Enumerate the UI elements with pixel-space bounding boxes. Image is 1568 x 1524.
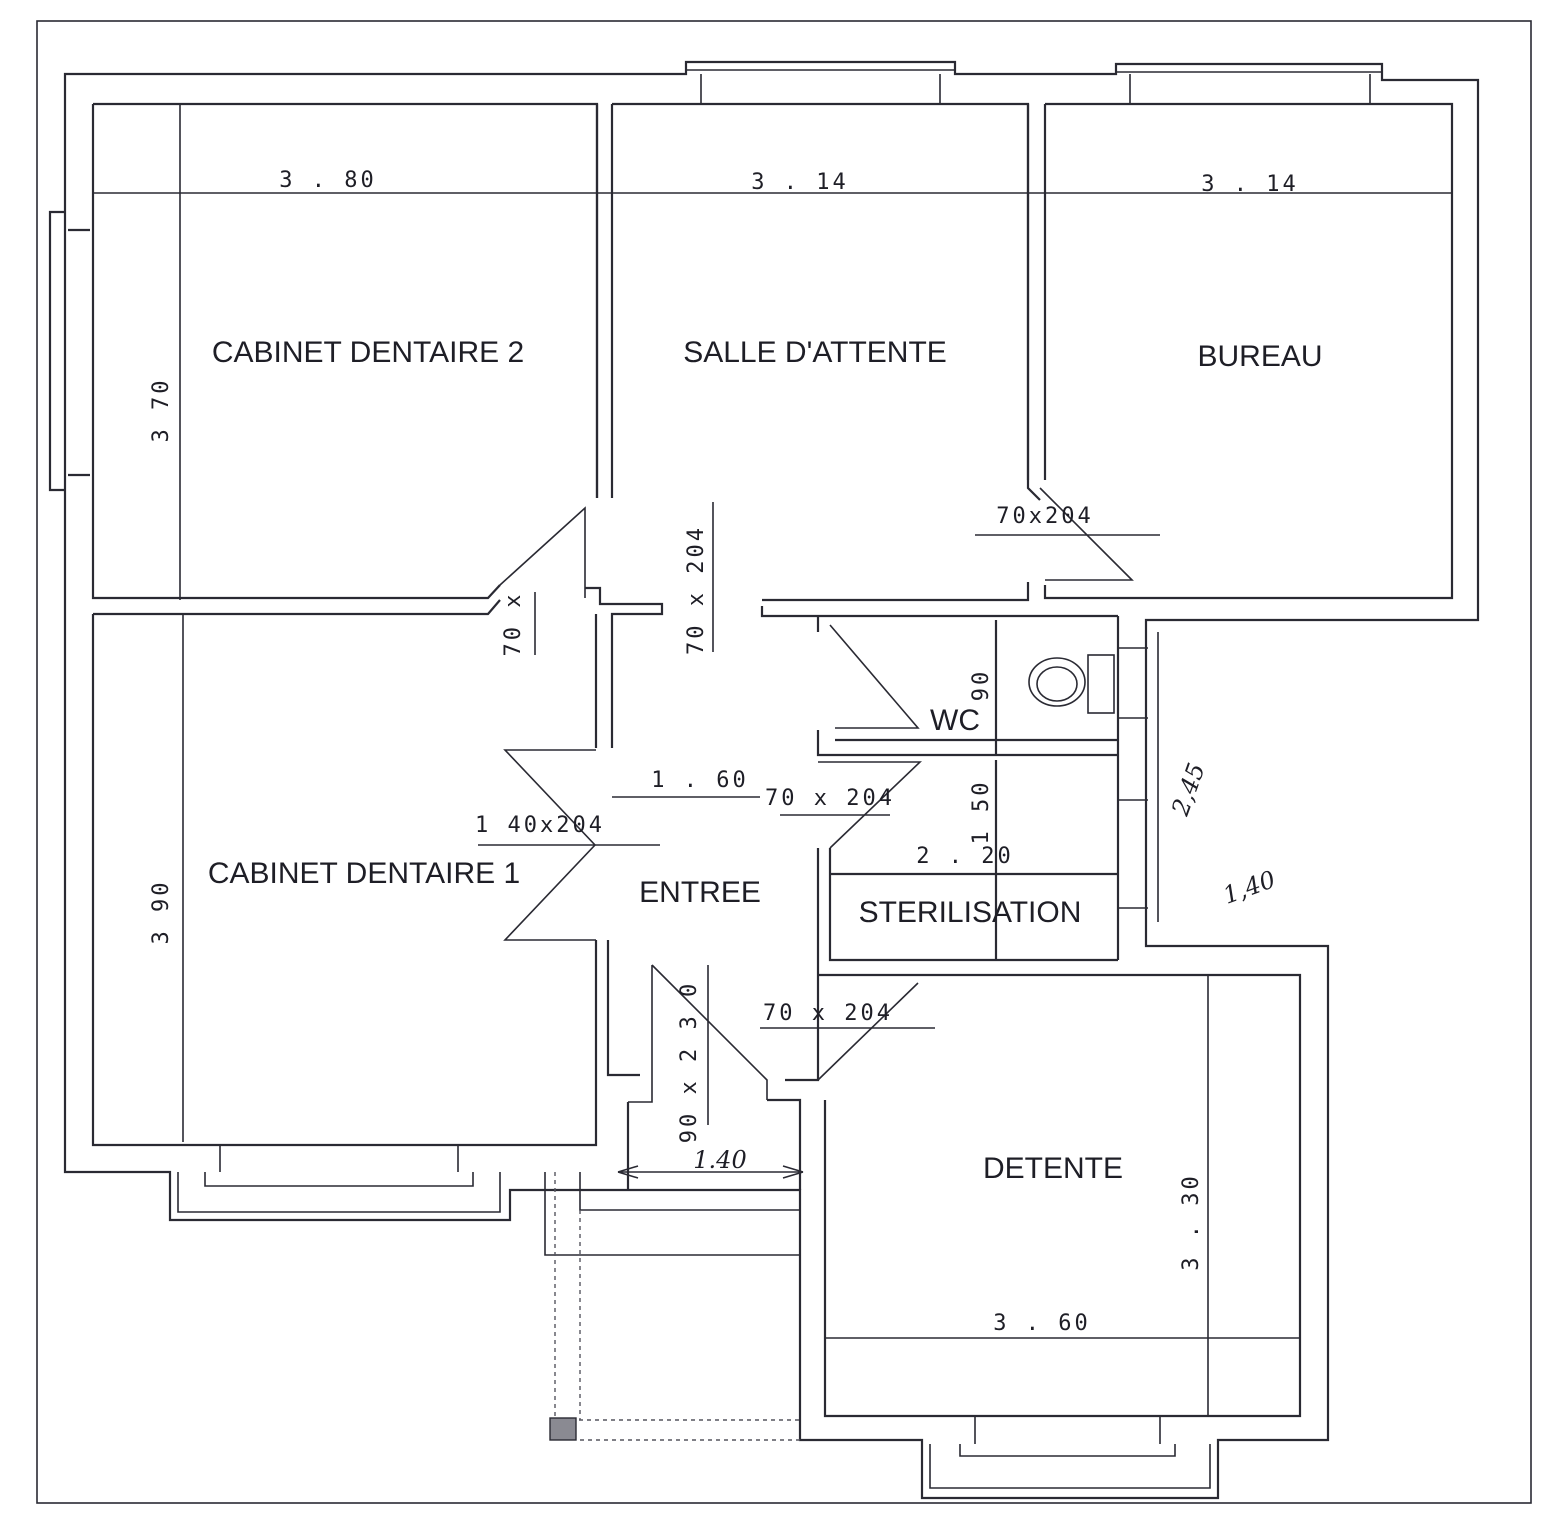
dim-wc-width: 90 [969, 669, 994, 702]
dim-steril-depth: 1 50 [969, 780, 994, 845]
terrace-dashed [554, 1172, 800, 1441]
dim-bureau-width: 3 . 14 [1201, 172, 1298, 197]
partition-salle-bureau [1026, 104, 1047, 480]
north-window-2 [1116, 71, 1382, 104]
terrace-walls [544, 1172, 800, 1256]
dim-side-hand: 1,40 [1219, 865, 1279, 910]
partition-cab2-salle [595, 104, 614, 498]
dim-cab1-depth: 3 90 [149, 880, 174, 945]
bottom-arrows [617, 1165, 804, 1179]
sterilisation-walls [816, 760, 1118, 975]
room-label-cabinet-1: CABINET DENTAIRE 1 [208, 857, 520, 890]
west-window [48, 210, 90, 492]
door-label-detente: 70 x 204 [763, 1001, 893, 1026]
cabinet-2-walls [91, 104, 501, 616]
detente-door-swing [785, 982, 919, 1081]
room-label-bureau: BUREAU [1197, 340, 1322, 373]
door-label-entrance: 90 x 2 3 0 [677, 981, 702, 1143]
door-label-bureau: 70x204 [996, 504, 1093, 529]
detente-walls [785, 973, 1302, 1418]
dim-entree-width: 1 . 60 [651, 768, 748, 793]
dim-detente-width: 3 . 60 [993, 1311, 1090, 1336]
room-label-sterilisation: STERILISATION [859, 896, 1082, 929]
room-label-entree: ENTREE [639, 876, 761, 909]
door-label-wc: 70 x 204 [765, 786, 895, 811]
exterior-wall [63, 60, 1480, 1500]
room-label-cabinet-2: CABINET DENTAIRE 2 [212, 336, 524, 369]
corridor-wall [760, 606, 1118, 618]
cab1-window [177, 1145, 501, 1213]
dim-cab2-width: 3 . 80 [279, 168, 376, 193]
entrance-door-swing [628, 964, 768, 1103]
room-label-salle-attente: SALLE D'ATTENTE [683, 336, 947, 369]
room-label-detente: DETENTE [983, 1152, 1123, 1185]
toilet-seat-icon [1036, 666, 1078, 702]
dim-corridor-hand: 2,45 [1166, 759, 1211, 820]
wc-door-swing [829, 624, 920, 729]
dim-salle-width: 3 . 14 [751, 170, 848, 195]
toilet-bowl-icon [1028, 657, 1086, 707]
dim-steril-width: 2 . 20 [916, 844, 1013, 869]
door-label-central: 70 x 204 [684, 525, 709, 655]
dim-bottom-hand: 1.40 [693, 1146, 746, 1174]
entree-stub [585, 586, 664, 748]
room-label-wc: WC [930, 704, 980, 737]
north-window-1 [686, 69, 955, 104]
steril-door-swing [818, 761, 922, 849]
door-label-cab1: 1 40x204 [475, 813, 605, 838]
cab2-door-swing [499, 506, 586, 598]
column-marker [549, 1417, 577, 1441]
sheet-frame [36, 20, 1532, 1504]
dim-detente-depth: 3 . 30 [1179, 1173, 1204, 1270]
door-label-cab2: 70 x [501, 592, 526, 657]
bureau-door-swing [1039, 487, 1134, 581]
corridor-right-wall [1118, 632, 1159, 922]
dim-cab2-depth: 3 70 [149, 378, 174, 443]
wc-walls [816, 616, 1120, 960]
toilet-tank-icon [1087, 654, 1115, 714]
detente-window [929, 1416, 1211, 1489]
